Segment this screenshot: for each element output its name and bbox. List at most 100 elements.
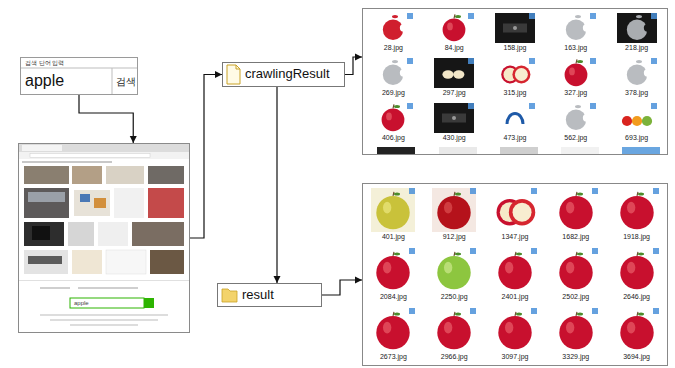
logo-bite [643,24,651,32]
thumb-ground [617,103,657,133]
logo-body [626,20,646,40]
fake-text [40,287,70,289]
folder-icon-body [222,289,237,302]
button-label: 검색 [116,76,136,88]
logo-bite [400,69,408,77]
apple-flesh [515,68,528,81]
apple-body [377,256,410,289]
thumb-ground [554,188,598,232]
overlay-mark [407,103,413,109]
apple-leaf [455,252,461,255]
logo-bite [643,69,651,77]
apple-body [437,256,470,289]
slice [453,70,464,78]
image-grid: 28.jpg84.jpg158.jpg163.jpg218.jpg269.jpg… [362,8,668,155]
image-grid: 401.jpg912.jpg1347.jpg1682.jpg1918.jpg20… [362,183,668,366]
photo-detail [80,194,90,202]
overlay-mark [531,188,537,194]
overlay-mark [651,58,657,64]
overlay-mark [468,103,474,109]
image-thumbnail [617,58,657,88]
image-thumbnail [495,13,535,43]
arrow-head [215,71,222,78]
photo [98,222,128,246]
file-name: 2084.jpg [363,293,424,301]
apple-body [559,196,592,229]
image-thumbnail [615,188,659,232]
image-thumbnail [495,103,535,133]
photo-detail [28,256,62,264]
apple-body [437,316,470,349]
thumb-ground [556,13,596,43]
apple-stem [576,59,577,63]
file-name: 163.jpg [545,44,606,52]
flow-arrow [345,54,362,75]
folder-icon [222,289,237,302]
thumb-ground [493,248,537,292]
apple-leaf [577,60,583,63]
file-icon-fold [236,65,240,69]
logo-leaf [636,60,642,63]
box-label: apple [74,300,89,307]
thumb-ground [434,103,474,133]
arrow-head [274,276,281,283]
apple-stem [454,192,455,196]
thumb-ground [495,103,535,133]
device-logo [452,116,456,120]
photo [24,222,64,246]
apple-body [564,63,587,86]
apple-leaf [394,312,400,315]
overlay-mark [592,248,598,254]
apple-shine [505,322,513,334]
file-name: 3329.jpg [545,353,606,361]
logo-bite [583,24,591,32]
apple-leaf [577,312,583,315]
photo [132,222,184,246]
photo [114,188,144,218]
apple-body [443,18,466,41]
overlay-mark [653,188,659,194]
cut-thumb [377,147,415,154]
image-thumbnail [371,248,415,292]
overlay-mark [529,13,535,19]
mini-search-field [70,298,144,308]
apple-stem [393,312,394,316]
apple-body [498,316,531,349]
image-thumbnail [617,13,657,43]
apple-leaf [455,15,461,18]
file-name: 2401.jpg [485,293,546,301]
apple-leaf [394,105,400,108]
thumb-ground [371,248,415,292]
photo [150,250,184,274]
url-field [30,154,150,158]
apple-stem [515,252,516,256]
file-name: 84.jpg [424,44,485,52]
image-thumbnail [493,308,537,352]
overlay-mark [590,58,596,64]
flow-arrow [190,71,222,238]
file-name: 2646.jpg [606,293,667,301]
apple-body [559,316,592,349]
overlay-mark [590,13,596,19]
apple-shine [447,22,453,30]
thumb-ground [373,13,413,43]
file-name: 912.jpg [424,233,485,241]
image-thumbnail [495,58,535,88]
photo [68,222,94,246]
logo-bite [583,114,591,122]
overlay-mark [592,308,598,314]
apple-shine [383,202,391,214]
file-name: 269.jpg [363,89,424,97]
overlay-mark [651,103,657,109]
flow-arrow [274,87,281,283]
image-thumbnail [554,248,598,292]
apple-stem [454,14,455,18]
overlay-mark [592,188,598,194]
logo-body [566,20,586,40]
overlay-mark [531,308,537,314]
apple-body [498,256,531,289]
connector-line [190,75,222,239]
connector-line [345,57,362,75]
mini-search-button [144,298,154,308]
fake-text [78,287,138,289]
